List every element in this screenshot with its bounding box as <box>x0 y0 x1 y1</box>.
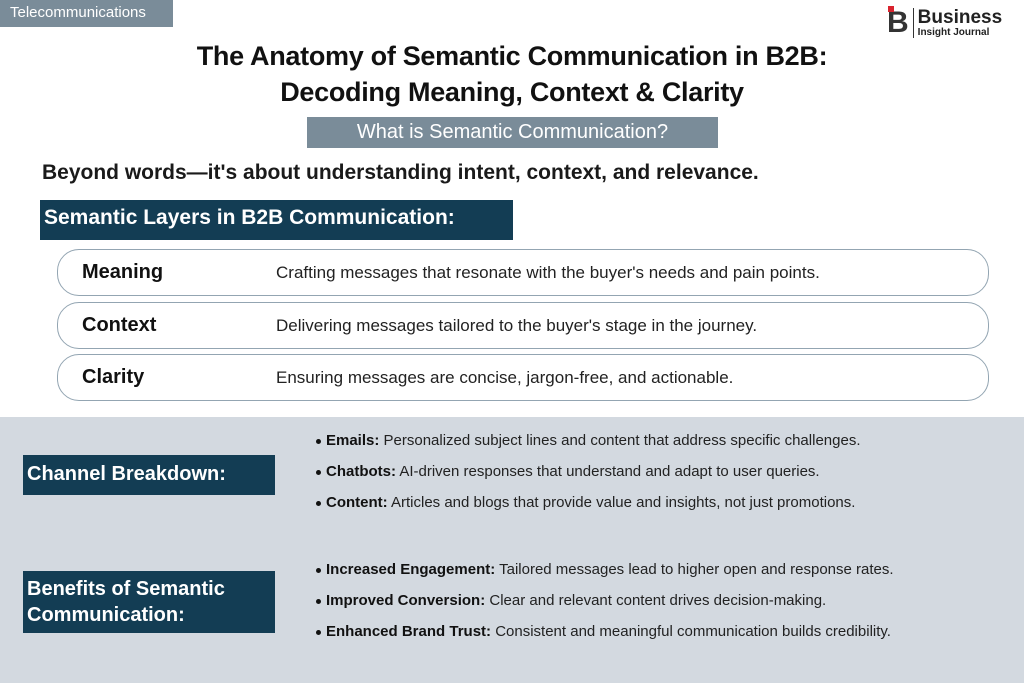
bullet-icon <box>316 469 321 475</box>
logo-letter: B <box>887 6 909 39</box>
logo-dot-icon <box>888 6 894 12</box>
tagline: Beyond words—it's about understanding in… <box>42 161 759 184</box>
bullet-icon <box>316 629 321 635</box>
page-title: The Anatomy of Semantic Communication in… <box>0 38 1024 110</box>
item-term: Increased Engagement: <box>326 561 496 578</box>
layer-desc: Crafting messages that resonate with the… <box>276 262 820 282</box>
benefits-heading-line2: Communication: <box>27 604 185 626</box>
layers-heading: Semantic Layers in B2B Communication: <box>40 200 513 240</box>
layer-desc: Ensuring messages are concise, jargon-fr… <box>276 367 734 387</box>
item-term: Emails: <box>326 432 380 449</box>
bullet-icon <box>316 438 321 444</box>
subtitle-banner: What is Semantic Communication? <box>307 117 718 148</box>
item-term: Content: <box>326 494 388 511</box>
bullet-icon <box>316 567 321 573</box>
layer-label: Meaning <box>82 261 164 283</box>
layer-row-meaning: Meaning Crafting messages that resonate w… <box>57 249 989 296</box>
layer-desc: Delivering messages tailored to the buye… <box>276 315 758 335</box>
channel-item: Chatbots: AI-driven responses that under… <box>316 463 820 480</box>
bullet-icon <box>316 500 321 506</box>
benefit-item: Increased Engagement: Tailored messages … <box>316 561 894 578</box>
channels-heading: Channel Breakdown: <box>23 455 275 495</box>
benefit-item: Improved Conversion: Clear and relevant … <box>316 592 826 609</box>
logo-line1: Business <box>917 7 1003 28</box>
item-term: Chatbots: <box>326 463 396 480</box>
bullet-icon <box>316 598 321 604</box>
category-tag[interactable]: Telecommunications <box>0 0 173 27</box>
title-line2: Decoding Meaning, Context & Clarity <box>280 77 744 107</box>
title-line1: The Anatomy of Semantic Communication in… <box>196 41 828 71</box>
benefit-item: Enhanced Brand Trust: Consistent and mea… <box>316 623 891 640</box>
layer-row-clarity: Clarity Ensuring messages are concise, ja… <box>57 354 989 401</box>
item-text: Articles and blogs that provide value an… <box>387 494 856 511</box>
layer-row-context: Context Delivering messages tailored to t… <box>57 302 989 349</box>
channel-item: Emails: Personalized subject lines and c… <box>316 432 860 449</box>
logo-divider <box>912 8 914 38</box>
channel-item: Content: Articles and blogs that provide… <box>316 494 855 511</box>
item-text: AI-driven responses that understand and … <box>396 463 820 480</box>
layer-label: Context <box>82 314 157 336</box>
item-term: Enhanced Brand Trust: <box>326 623 492 640</box>
item-text: Personalized subject lines and content t… <box>379 432 861 449</box>
logo-line2: Insight Journal <box>917 27 990 38</box>
item-text: Tailored messages lead to higher open an… <box>495 561 894 578</box>
logo-mark: B <box>887 6 909 39</box>
item-term: Improved Conversion: <box>326 592 486 609</box>
item-text: Consistent and meaningful communication … <box>491 623 891 640</box>
layer-label: Clarity <box>82 366 145 388</box>
item-text: Clear and relevant content drives decisi… <box>485 592 827 609</box>
benefits-heading-line1: Benefits of Semantic <box>27 578 225 600</box>
